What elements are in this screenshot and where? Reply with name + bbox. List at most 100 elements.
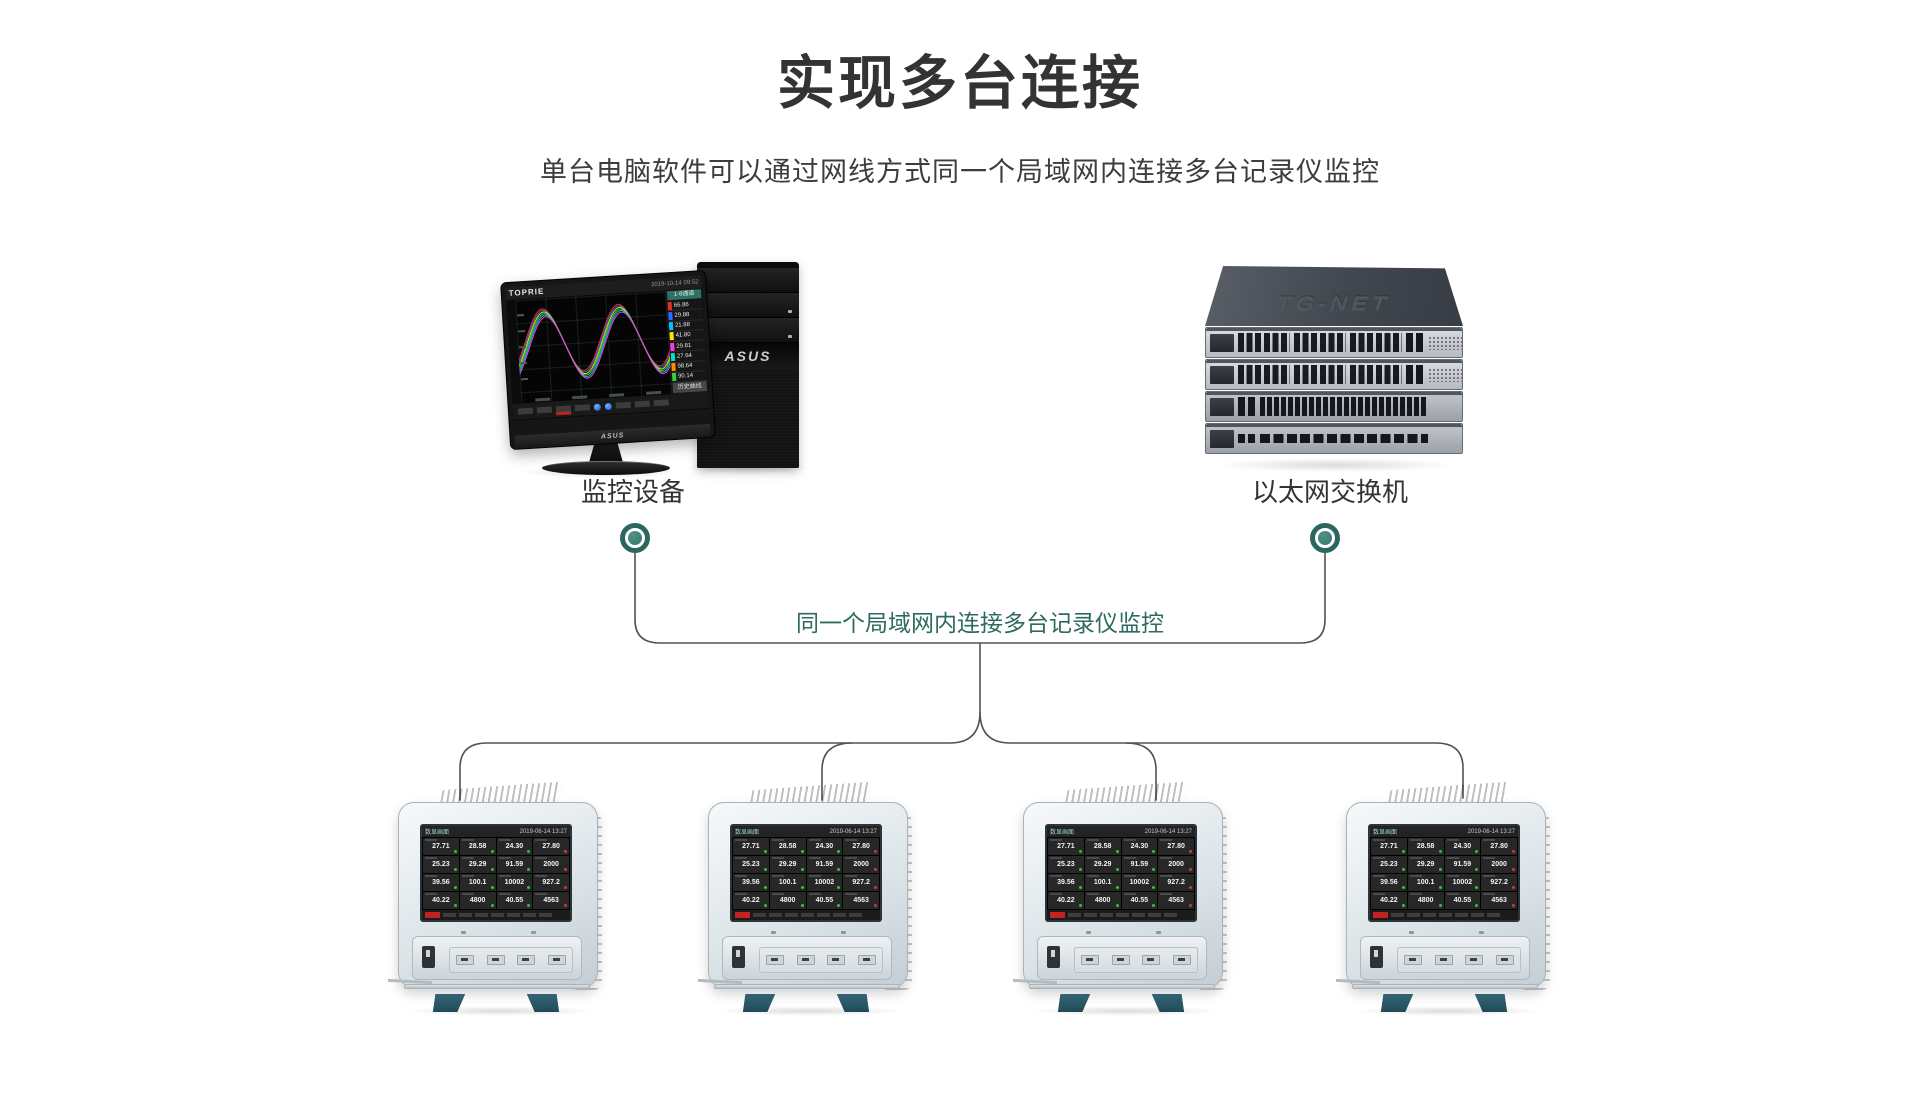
trend-plot [515,291,673,404]
monitor-group-label: 监控设备 [580,477,685,507]
door-screw [461,931,466,934]
door-screw [1409,931,1414,934]
recorder-lower-door [412,931,582,980]
channel-cell: 27.71 [1371,838,1407,855]
menu-item [1148,913,1161,917]
node-core [628,531,642,545]
channel-cell: 927.2 [843,874,879,891]
channel-cell: 91.59 [496,856,533,873]
wave-trace [515,305,673,378]
tower-top-cap [697,262,799,268]
menu-item-active [735,912,750,918]
recorder-clock: 2019-06-14 13:27 [1467,828,1515,835]
terminal-slot-row [1397,947,1521,973]
sfp-slot-row [1260,434,1428,443]
ethernet-switch-stack: TG-NET [1205,266,1463,454]
channel-cell: 2000 [1158,856,1194,873]
menu-item [459,913,472,917]
menu-item [1084,913,1097,917]
recorder-menubar [732,910,880,920]
toolbar-item [653,399,669,407]
channel-cell: 39.56 [1048,874,1084,891]
power-switch [732,946,745,968]
recorder-screen-title: 数显画面 [425,830,450,836]
terminal-slot [827,955,846,965]
terminal-slot [1434,955,1453,965]
channel-cell: 25.23 [1371,856,1407,873]
terminal-slot [857,955,876,965]
channel-cell: 28.58 [1407,838,1444,855]
network-node-right [1310,523,1340,553]
channel-cell: 10002 [1121,874,1158,891]
menu-item [1407,913,1420,917]
menu-item [1471,913,1484,917]
monitor-stand-base [542,461,670,475]
menu-item [753,913,766,917]
recorder-clock: 2019-06-14 13:27 [1144,828,1192,835]
menu-item [769,913,782,917]
channel-color-chip [668,311,673,321]
toolbar-item [615,401,631,409]
channel-cell: 91.59 [1444,856,1481,873]
terminal-slot [517,955,536,965]
channel-cell: 91.59 [1121,856,1158,873]
recorder-menubar [1370,910,1518,920]
channel-value: 41.80 [675,332,691,340]
door-hinge [1029,984,1215,989]
channel-color-chip [671,363,676,372]
door-screw [1086,931,1091,934]
menu-item [1068,913,1081,917]
switch-unit-3 [1205,391,1463,422]
history-curve-button: 历史曲线 [672,381,708,394]
wave-trace [515,311,673,384]
channel-cell: 2000 [843,856,879,873]
recorder-statusbar: 数显画面 2019-06-14 13:27 [422,826,570,837]
power-switch [1047,946,1060,968]
channel-value: 98.64 [677,362,693,370]
channel-cell: 27.80 [533,838,569,855]
channel-cell: 25.23 [733,856,769,873]
recorder-screen-title: 数显画面 [1373,830,1398,836]
uplink-ports [1406,365,1424,384]
software-clock: 2019-10-14 09:52 [650,278,699,288]
channel-cell: 10002 [1444,874,1481,891]
switch-brand-logo: TG-NET [1273,292,1395,315]
wave-trace [515,308,673,381]
channel-cell: 29.29 [769,856,806,873]
channel-cell: 100.1 [1084,874,1121,891]
menu-item [443,913,456,917]
channel-cell: 100.1 [459,874,496,891]
toolbar-item [536,406,553,414]
terminal-slot [486,955,505,965]
terminal-slot [547,955,566,965]
recorder-statusbar: 数显画面 2019-06-14 13:27 [732,826,880,837]
channel-cell: 24.30 [1121,838,1158,855]
lan-connection-text: 同一个局域网内连接多台记录仪监控 [796,610,1164,636]
switch-led-vents [1428,335,1462,350]
toolbar-item [634,400,650,408]
channel-cell: 27.71 [1048,838,1084,855]
page-subtitle: 单台电脑软件可以通过网线方式同一个局域网内连接多台记录仪监控 [540,157,1380,187]
channel-value: 66.86 [673,301,689,309]
channel-cell: 40.22 [1048,892,1084,909]
rj45-port-group [1350,333,1402,352]
terminal-slot [1081,955,1100,965]
recorder-shadow [406,1006,594,1016]
terminal-slot-row [1074,947,1198,973]
channel-cell: 29.29 [459,856,496,873]
terminal-slot-row [759,947,883,973]
menu-item [801,913,814,917]
tower-brand-logo: ASUS [697,343,799,369]
channel-cell: 40.22 [1371,892,1407,909]
tower-drive-bay [697,268,799,293]
